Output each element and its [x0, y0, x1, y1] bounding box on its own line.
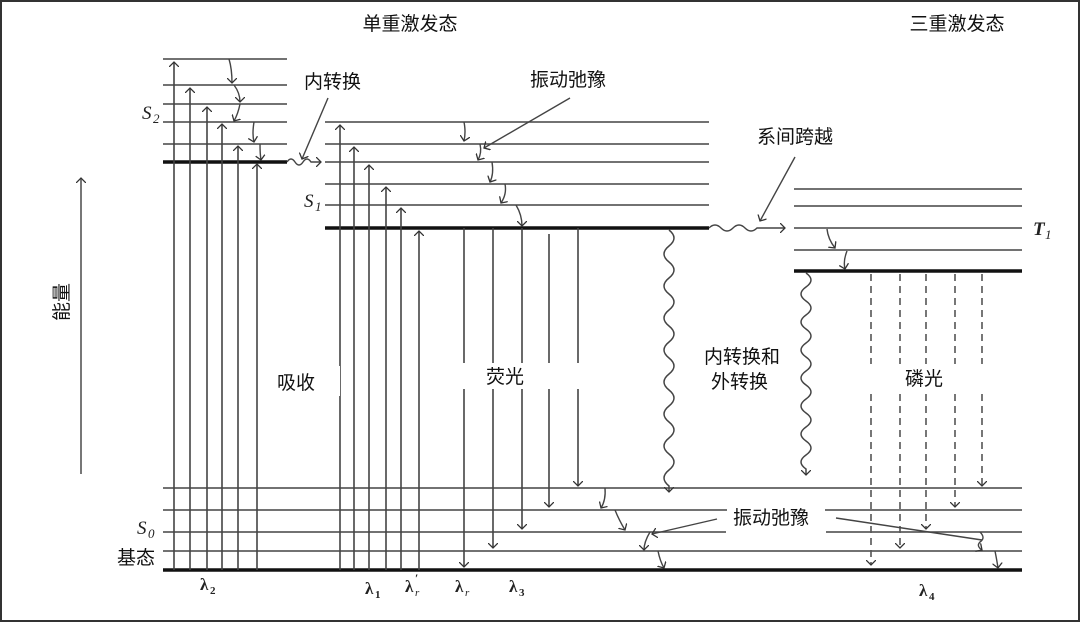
svg-text:r: r [465, 587, 470, 599]
relaxation-arrow [844, 250, 847, 269]
fluorescence-label: 荧光 [486, 366, 524, 388]
svg-text:S: S [304, 191, 314, 212]
s0-label: S 0 [137, 518, 155, 541]
svg-text:1: 1 [315, 199, 322, 214]
relaxation-arrow [464, 121, 465, 141]
absorption-label-bg [258, 366, 340, 396]
t1-vibrational-relaxation [826, 228, 847, 269]
relaxation-arrow [229, 58, 232, 83]
phosphorescence-label-bg [852, 364, 1002, 390]
relaxation-arrow [501, 183, 506, 203]
relaxation-arrow [826, 228, 835, 248]
svg-text:2: 2 [153, 111, 160, 126]
absorption-label: 吸收 [277, 372, 315, 394]
wavelength-lr: λ r [455, 577, 470, 599]
svg-text:λ: λ [200, 575, 209, 594]
svg-text:S: S [137, 518, 147, 539]
s1-vibrational-relaxation [464, 121, 522, 226]
s1-levels [325, 121, 709, 230]
svg-text:λ: λ [509, 577, 518, 596]
energy-axis-label: 能量 [51, 283, 73, 321]
triplet-heading: 三重激发态 [909, 13, 1004, 35]
relaxation-arrow [601, 487, 605, 508]
intersystem-crossing-pointer [760, 156, 796, 221]
svg-text:λ: λ [405, 577, 414, 596]
wavelength-lr-prime: λ ′ r [405, 571, 420, 599]
wavelength-l4: λ 4 [919, 581, 935, 603]
ic-ec-wave-s1 [663, 229, 675, 492]
energy-axis: 能量 [51, 178, 81, 474]
fluorescence-arrows [464, 228, 578, 567]
svg-text:4: 4 [929, 591, 935, 603]
relaxation-arrow [995, 550, 998, 568]
relaxation-arrow [233, 84, 240, 102]
internal-conversion-label: 内转换 [304, 71, 361, 93]
internal-conversion-wave [286, 159, 321, 165]
relaxation-arrow [644, 531, 651, 550]
svg-text:1: 1 [1045, 227, 1052, 242]
wavelength-l3: λ 3 [509, 577, 525, 599]
s2-levels [163, 58, 287, 164]
wavelength-l2: λ 2 [200, 575, 216, 597]
vibrational-relaxation-pointer-right [835, 517, 983, 541]
relaxation-arrow [614, 509, 625, 530]
phosphorescence-label: 磷光 [905, 368, 943, 390]
absorption-arrows-s1 [340, 125, 419, 570]
relaxation-arrow [658, 550, 664, 568]
svg-text:λ: λ [365, 579, 374, 598]
relaxation-arrow [234, 103, 240, 121]
ground-state-label: 基态 [117, 547, 155, 569]
vibrational-relaxation-label-bottom: 振动弛豫 [733, 507, 809, 529]
wavelength-l1: λ 1 [365, 579, 381, 601]
svg-text:S: S [142, 103, 152, 124]
svg-text:T: T [1033, 219, 1046, 240]
ic-ec-label-bg [702, 342, 792, 398]
svg-text:2: 2 [210, 585, 216, 597]
relaxation-arrow [490, 161, 493, 182]
intersystem-crossing-label: 系间跨越 [757, 126, 833, 148]
s0-levels [163, 487, 1022, 572]
svg-text:3: 3 [519, 587, 525, 599]
singlet-heading: 单重激发态 [362, 13, 457, 35]
intersystem-crossing-wave [708, 225, 785, 231]
svg-text:λ: λ [919, 581, 928, 600]
fluorescence-label-bg [454, 363, 589, 389]
phosphorescence-arrows [871, 274, 982, 565]
relaxation-arrow [253, 121, 254, 142]
internal-conversion-pointer [302, 97, 329, 159]
svg-text:r: r [415, 587, 420, 599]
s0-vibrational-relaxation-left [601, 487, 664, 568]
svg-text:′: ′ [415, 571, 418, 585]
ic-ec-label-line2: 外转换 [711, 371, 768, 393]
absorption-arrows-s2 [174, 62, 257, 570]
svg-text:1: 1 [375, 589, 381, 601]
svg-text:0: 0 [148, 526, 155, 541]
ic-ec-wave-t1 [800, 272, 812, 475]
vibrational-relaxation-pointer-left [652, 518, 718, 534]
s2-label: S 2 [142, 103, 160, 126]
vibrational-relaxation-pointer-top [484, 97, 571, 148]
s0-vibrational-relaxation-right [978, 531, 998, 568]
relaxation-arrow [260, 143, 261, 160]
svg-text:λ: λ [455, 577, 464, 596]
s2-vibrational-relaxation [229, 58, 261, 160]
relaxation-arrow [478, 143, 481, 160]
t1-label: T 1 [1033, 219, 1052, 242]
ic-ec-label-line1: 内转换和 [704, 346, 780, 368]
relaxation-arrow [515, 204, 522, 226]
t1-levels [794, 188, 1022, 273]
relaxation-arrow [978, 531, 984, 550]
vibrational-relaxation-label-bottom-bg [727, 502, 825, 538]
vibrational-relaxation-label-top: 振动弛豫 [530, 69, 606, 91]
s1-label: S 1 [304, 191, 322, 214]
